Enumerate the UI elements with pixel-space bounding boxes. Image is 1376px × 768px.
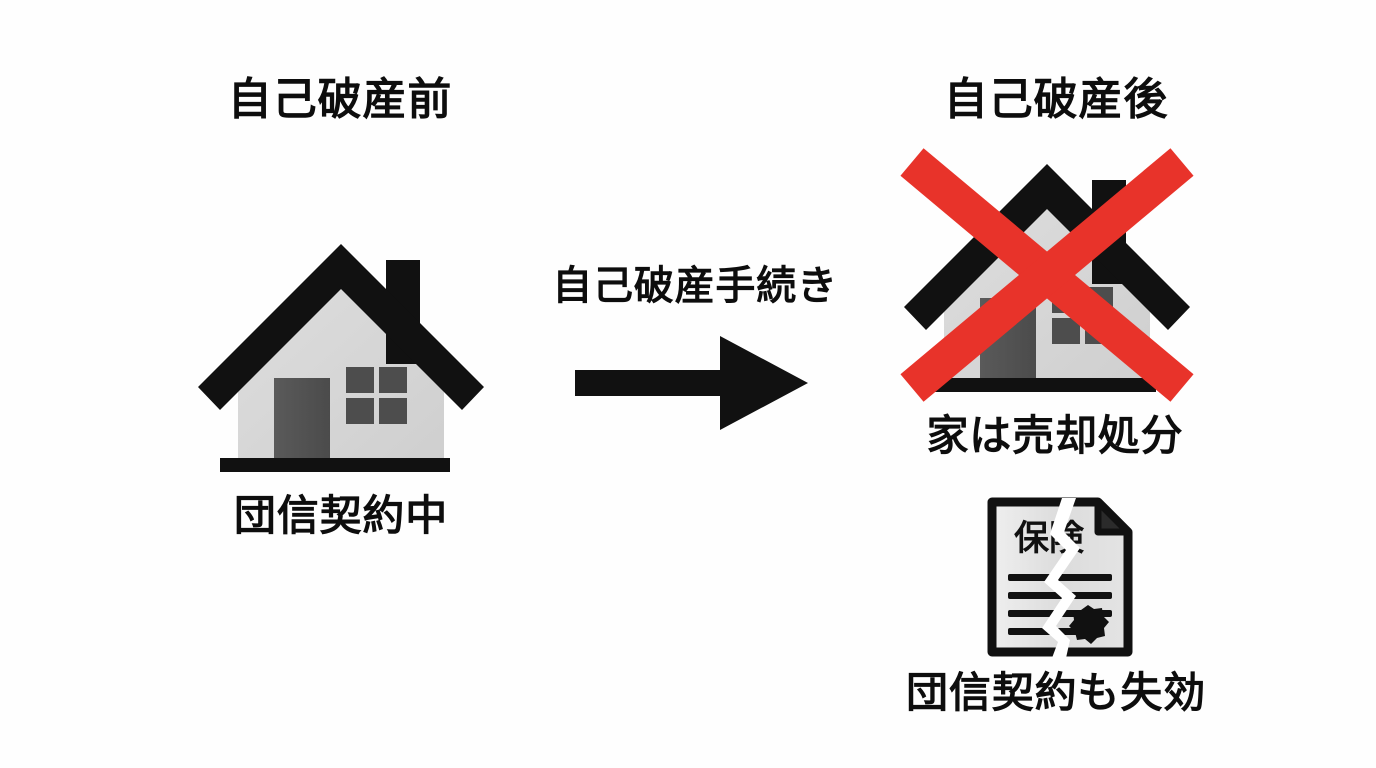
process-label: 自己破産手続き [552, 263, 838, 309]
arrow-shape [575, 336, 808, 430]
stamp-seal-icon [1069, 605, 1109, 644]
ground-bar [220, 458, 450, 472]
door [980, 298, 1036, 382]
heading-before-bankruptcy: 自己破産前 [227, 74, 453, 125]
right-arrow-icon [560, 328, 820, 438]
heading-after-bankruptcy: 自己破産後 [943, 74, 1169, 125]
house-after-icon [900, 148, 1194, 402]
caption-document: 団信契約も失効 [906, 668, 1206, 717]
torn-insurance-certificate-icon: 保険 [966, 486, 1152, 666]
caption-after-house: 家は売却処分 [926, 411, 1184, 460]
house-before-icon [196, 232, 486, 480]
tear-crack [1042, 498, 1080, 658]
corner-fold [1094, 498, 1132, 536]
roof [198, 244, 484, 410]
caption-before-house: 団信契約中 [233, 491, 449, 540]
door [274, 378, 330, 462]
ground-bar [926, 378, 1156, 392]
window [346, 367, 407, 424]
